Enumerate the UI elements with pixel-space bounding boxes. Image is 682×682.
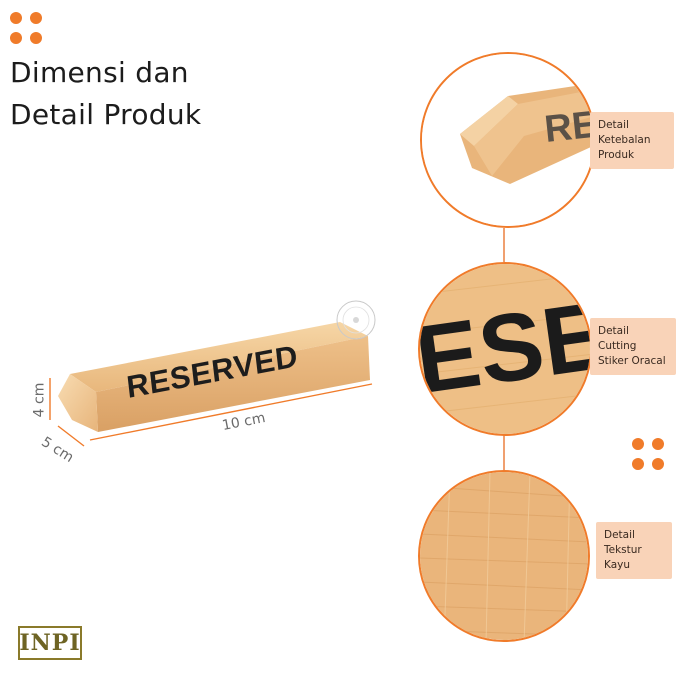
detail-label-cutting: Detail Cutting Stiker Oracal	[590, 318, 676, 375]
decorative-dots-right	[632, 438, 664, 470]
title-line-2: Detail Produk	[10, 98, 202, 131]
detail-circle-cutting: ESE	[418, 262, 592, 436]
cutting-letters: ESE	[420, 282, 592, 415]
dot	[652, 458, 664, 470]
dot	[30, 12, 42, 24]
dot	[30, 32, 42, 44]
detail-label-texture: Detail Tekstur Kayu	[596, 522, 672, 579]
connector-line	[503, 228, 505, 262]
thickness-closeup: RE	[422, 54, 596, 226]
block-top-face	[70, 322, 368, 392]
detail-label-line: Ketebalan	[598, 134, 651, 146]
height-label: 4 cm	[31, 382, 48, 418]
detail-label-line: Detail	[598, 325, 629, 337]
detail-label-line: Detail	[598, 119, 629, 131]
watermark-stamp	[336, 300, 376, 340]
page-title: Dimensi dan Detail Produk	[10, 52, 201, 136]
detail-label-line: Detail	[604, 529, 635, 541]
dot	[10, 12, 22, 24]
depth-dimension-line	[57, 425, 85, 447]
block-end-face	[58, 374, 98, 432]
cutting-closeup: ESE	[420, 264, 592, 434]
detail-circle-thickness: RE	[420, 52, 596, 228]
dot	[10, 32, 22, 44]
brand-logo-text: INPI	[19, 630, 81, 656]
length-dimension-line	[89, 383, 373, 441]
thickness-letters: RE	[543, 104, 596, 151]
detail-circle-texture	[418, 470, 590, 642]
detail-label-line: Stiker Oracal	[598, 355, 666, 367]
detail-label-line: Produk	[598, 149, 635, 161]
decorative-dots-top	[10, 12, 42, 44]
title-line-1: Dimensi dan	[10, 56, 189, 89]
dot	[632, 458, 644, 470]
brand-logo: INPI	[18, 626, 82, 660]
product-illustration: RESERVED	[49, 300, 376, 447]
block-front-face	[96, 336, 370, 432]
texture-closeup	[420, 472, 588, 640]
detail-label-line: Cutting	[598, 340, 637, 352]
connector-line	[503, 434, 505, 470]
dot	[652, 438, 664, 450]
detail-label-thickness: Detail Ketebalan Produk	[590, 112, 674, 169]
dot	[632, 438, 644, 450]
detail-label-line: Kayu	[604, 559, 631, 571]
detail-label-line: Tekstur	[604, 544, 642, 556]
